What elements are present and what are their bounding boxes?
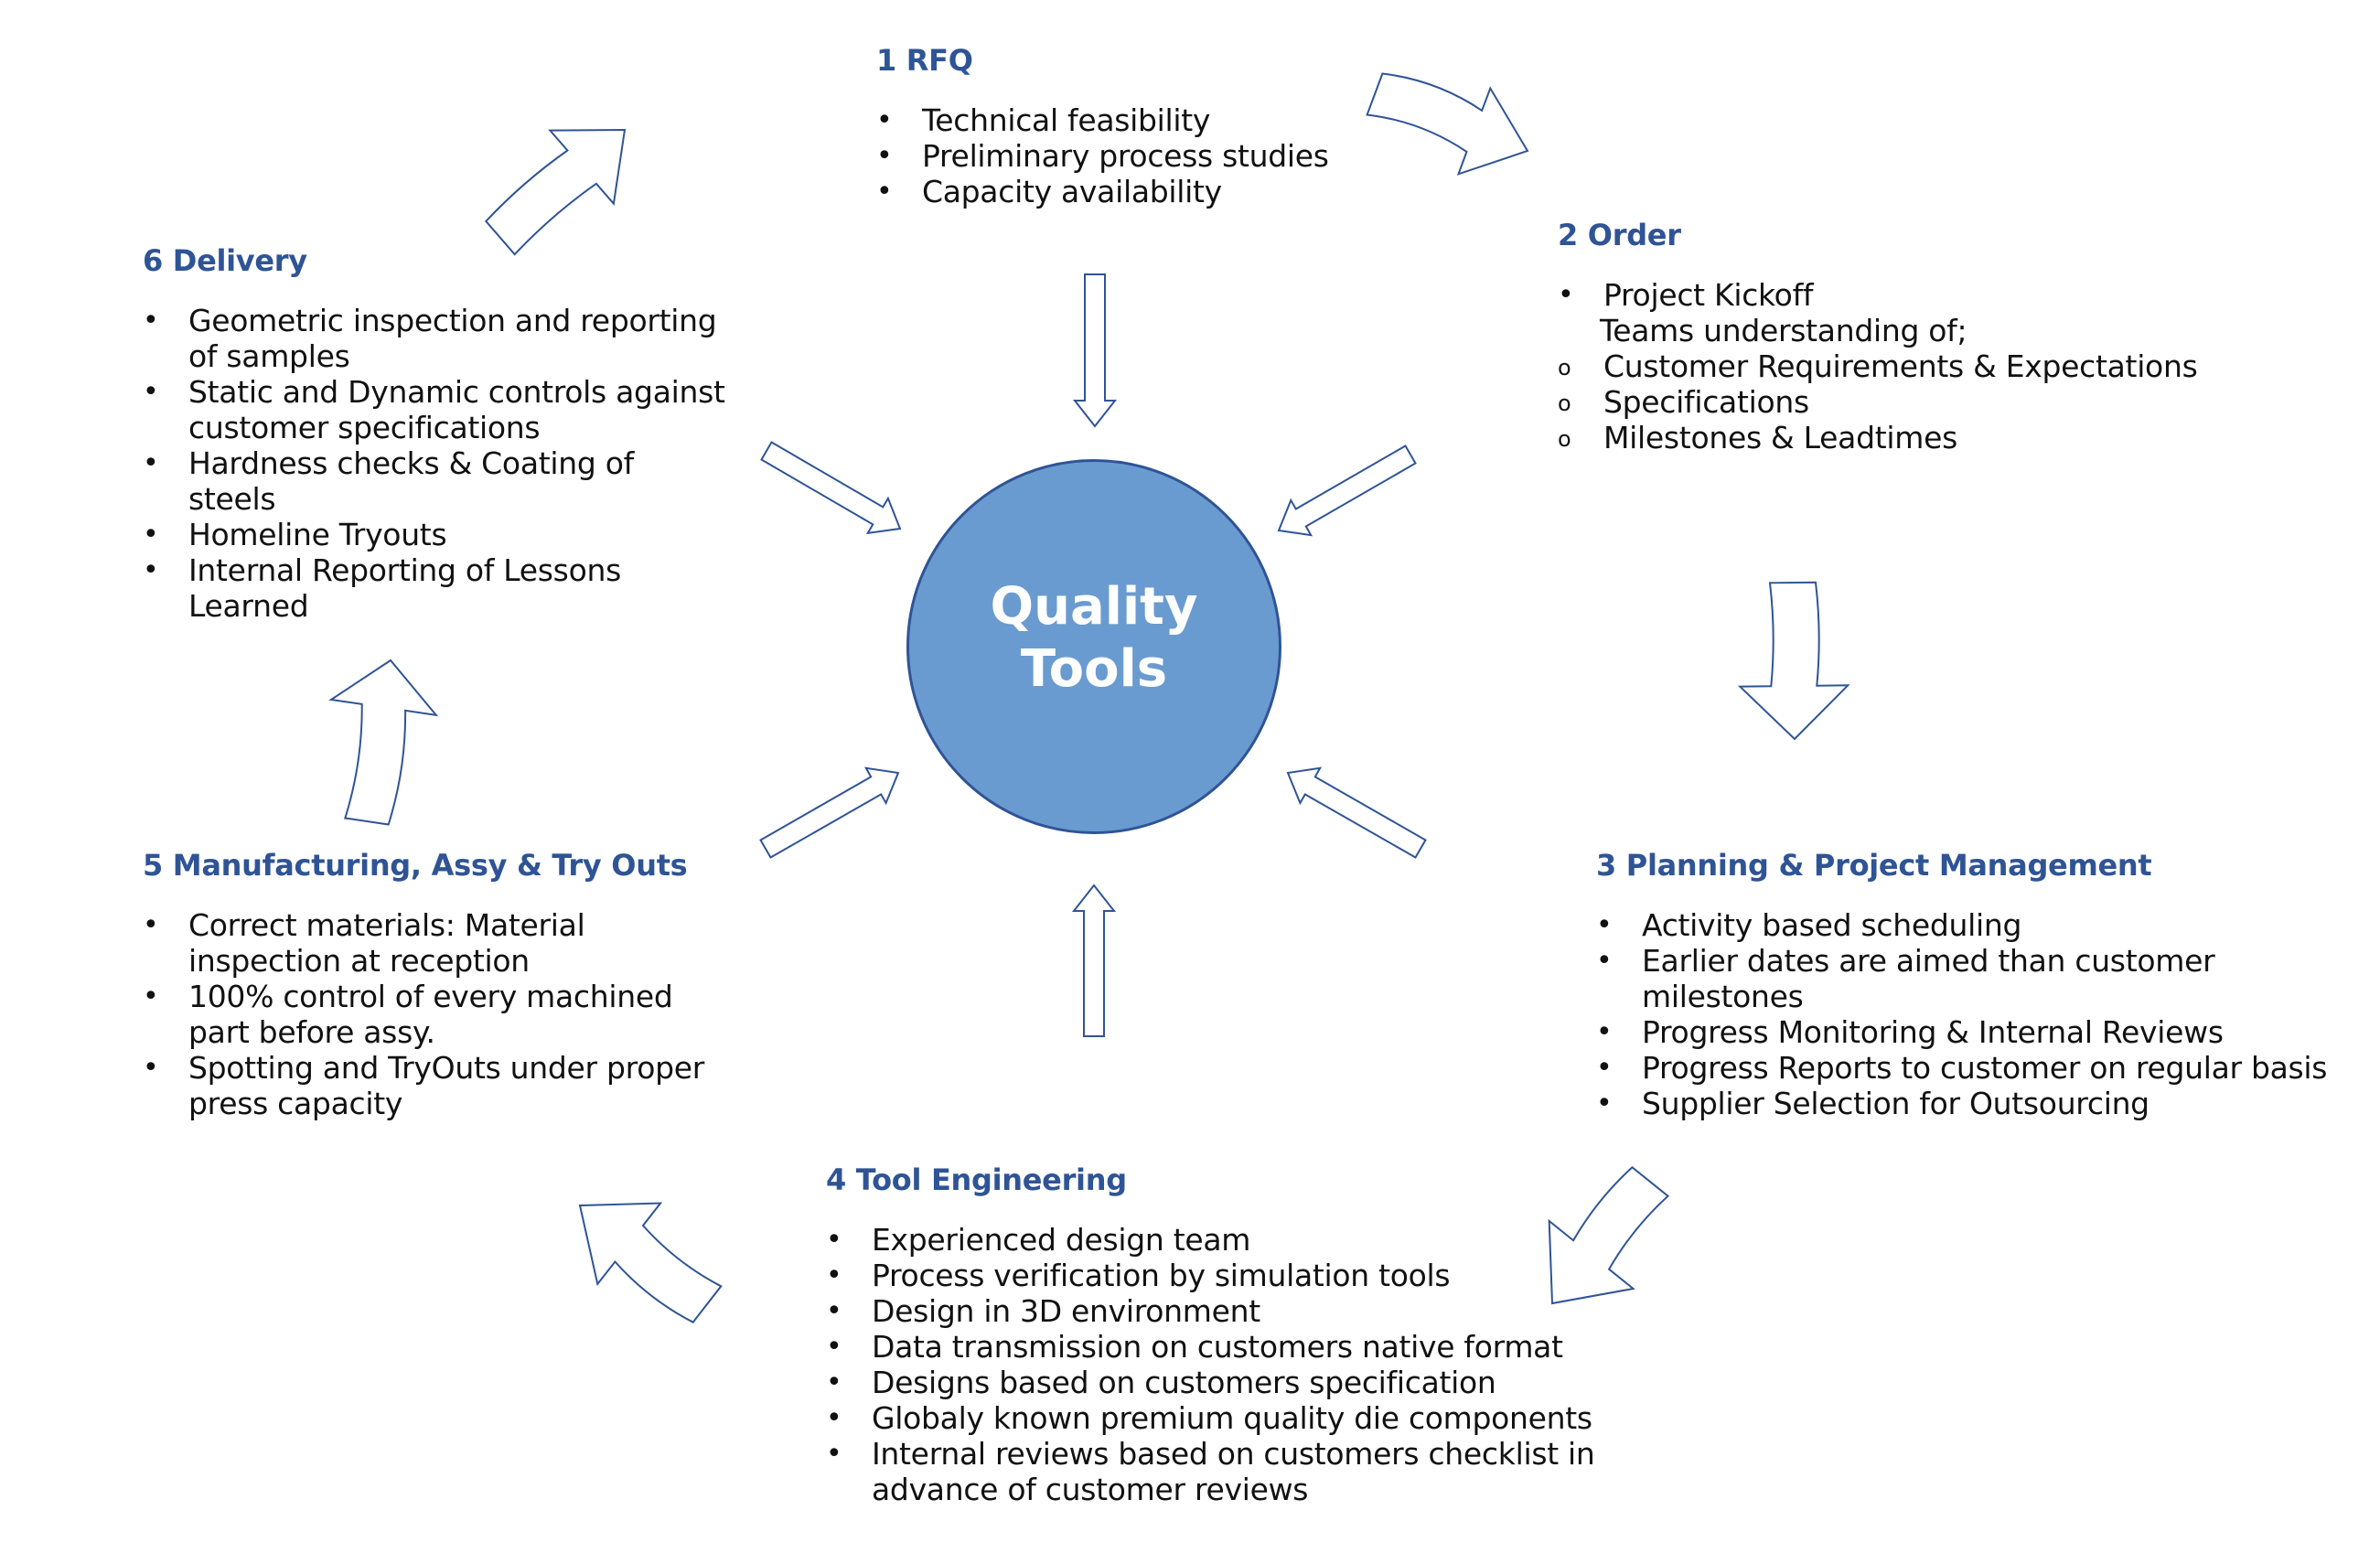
stage-planning-list: Activity based schedulingEarlier dates a… [1596, 907, 2346, 1121]
cycle-arrow-delivery-to-rfq [484, 128, 627, 256]
stage-engineering: 4 Tool Engineering Experienced design te… [826, 1162, 1622, 1507]
stage-delivery-list: Geometric inspection and reporting of sa… [143, 303, 728, 624]
stage-manufacturing-list: Correct materials: Material inspection a… [143, 907, 737, 1121]
stage-planning-item: Supplier Selection for Outsourcing [1596, 1086, 2346, 1121]
stage-engineering-item: Process verification by simulation tools [826, 1258, 1622, 1293]
stage-rfq: 1 RFQ Technical feasibilityPreliminary p… [876, 42, 1462, 209]
stage-engineering-item: Experienced design team [826, 1222, 1622, 1258]
inward-arrow-top-right [1277, 444, 1417, 537]
cycle-arrow-order-to-planning [1737, 581, 1850, 741]
stage-manufacturing-item: Spotting and TryOuts under proper press … [143, 1050, 737, 1121]
stage-order-item: Project Kickoff [1558, 277, 2271, 313]
inward-arrow-bottom-left [759, 766, 900, 859]
inward-arrow-right [1286, 766, 1427, 859]
stage-rfq-item: Capacity availability [876, 174, 1462, 209]
stage-planning-item: Progress Monitoring & Internal Reviews [1596, 1014, 2346, 1050]
stage-engineering-item: Internal reviews based on customers chec… [826, 1436, 1622, 1507]
inward-arrow-top [1072, 273, 1118, 428]
stage-planning: 3 Planning & Project Management Activity… [1596, 847, 2346, 1121]
stage-rfq-item: Preliminary process studies [876, 138, 1462, 174]
stage-engineering-list: Experienced design teamProcess verificat… [826, 1222, 1622, 1507]
stage-delivery-item: Homeline Tryouts [143, 517, 728, 552]
stage-planning-item: Progress Reports to customer on regular … [1596, 1050, 2346, 1086]
stage-manufacturing: 5 Manufacturing, Assy & Try Outs Correct… [143, 847, 737, 1121]
stage-planning-title: 3 Planning & Project Management [1596, 848, 2152, 883]
stage-engineering-item: Designs based on customers specification [826, 1365, 1622, 1400]
cycle-arrow-manufacturing-to-delivery [328, 659, 439, 826]
stage-delivery-item: Hardness checks & Coating of steels [143, 445, 728, 517]
stage-manufacturing-item: Correct materials: Material inspection a… [143, 907, 737, 979]
stage-manufacturing-item: 100% control of every machined part befo… [143, 979, 737, 1050]
stage-order-item: Teams understanding of; [1600, 313, 1967, 348]
cycle-arrow-engineering-to-manufacturing [578, 1202, 723, 1323]
stage-order-title: 2 Order [1558, 218, 1681, 252]
stage-delivery: 6 Delivery Geometric inspection and repo… [143, 242, 728, 624]
stage-planning-item: Earlier dates are aimed than customer mi… [1596, 943, 2346, 1014]
stage-engineering-item: Design in 3D environment [826, 1293, 1622, 1329]
stage-rfq-title: 1 RFQ [876, 43, 973, 78]
stage-delivery-item: Internal Reporting of Lessons Learned [143, 552, 728, 624]
quality-tools-label: Quality Tools [990, 577, 1198, 699]
stage-order-item: Customer Requirements & Expectations [1558, 348, 2271, 386]
stage-engineering-item: Globaly known premium quality die compon… [826, 1400, 1622, 1436]
stage-delivery-item: Geometric inspection and reporting of sa… [143, 303, 728, 374]
stage-planning-item: Activity based scheduling [1596, 907, 2346, 943]
stage-order-item: Milestones & Leadtimes [1558, 420, 2271, 457]
quality-tools-circle [906, 459, 1281, 834]
stage-engineering-title: 4 Tool Engineering [826, 1162, 1127, 1197]
stage-rfq-list: Technical feasibilityPreliminary process… [876, 102, 1462, 209]
inward-arrow-top-left [760, 441, 902, 535]
stage-manufacturing-title: 5 Manufacturing, Assy & Try Outs [143, 848, 688, 883]
stage-engineering-item: Data transmission on customers native fo… [826, 1329, 1622, 1365]
stage-delivery-item: Static and Dynamic controls against cust… [143, 374, 728, 445]
stage-rfq-item: Technical feasibility [876, 102, 1462, 138]
inward-arrow-bottom [1071, 884, 1117, 1037]
stage-order-item: Specifications [1558, 384, 2271, 422]
stage-delivery-title: 6 Delivery [143, 243, 307, 278]
